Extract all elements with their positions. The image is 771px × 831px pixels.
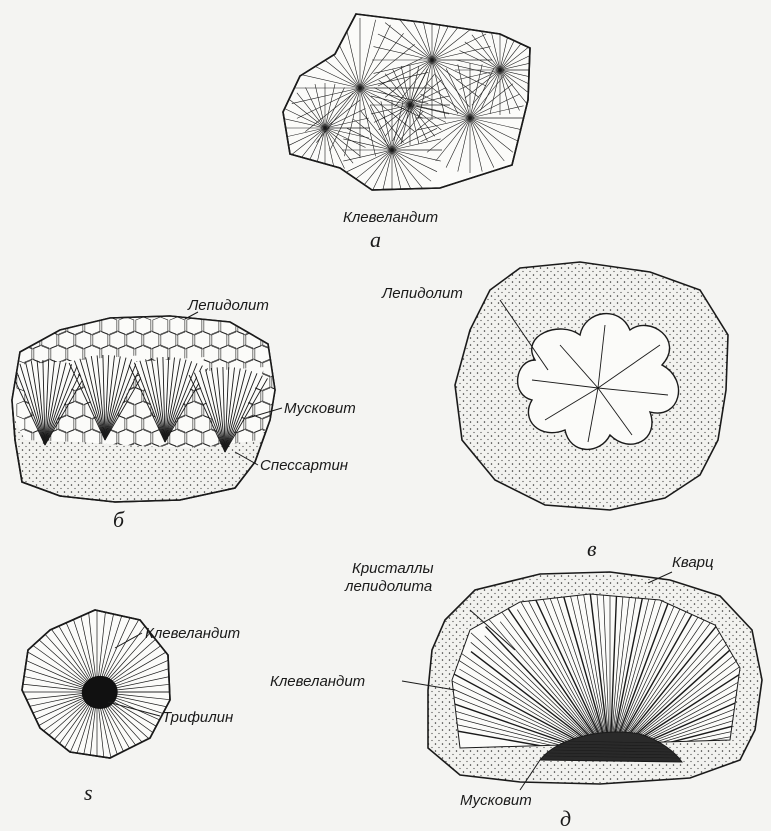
figure-d-label-crystals-2: лепидолита bbox=[344, 578, 432, 595]
figure-b-label-muscovite: Мусковит bbox=[284, 400, 356, 417]
figure-d-label-quartz: Кварц bbox=[672, 554, 714, 571]
figure-g-triphylite-core bbox=[82, 676, 118, 709]
figure-g-label-cleavelandite: Клевеландит bbox=[145, 625, 240, 642]
figure-b-letter: б bbox=[113, 507, 125, 532]
figure-v-letter: в bbox=[587, 536, 597, 561]
figure-g-label-triphylite: Трифилин bbox=[162, 709, 233, 726]
figure-d: Кристаллы лепидолита Кварц Клевеландит М… bbox=[270, 554, 771, 831]
figure-g: Клевеландит Трифилин s bbox=[7, 602, 240, 805]
figure-d-label-cleavelandite: Клевеландит bbox=[270, 673, 365, 690]
figure-d-label-muscovite: Мусковит bbox=[460, 792, 532, 809]
figure-d-label-crystals-1: Кристаллы bbox=[352, 560, 433, 577]
figure-v-label-lepidolite: Лепидолит bbox=[381, 285, 463, 302]
figure-b: Лепидолит Мусковит Спессартин б bbox=[9, 297, 356, 532]
figure-a-label: Клевеландит bbox=[343, 209, 438, 226]
figure-v: Лепидолит в bbox=[381, 262, 728, 561]
figure-a-letter: а bbox=[370, 227, 381, 252]
figure-d-letter: д bbox=[560, 806, 571, 831]
figure-b-label-lepidolite: Лепидолит bbox=[187, 297, 269, 314]
figure-b-label-spessartine: Спессартин bbox=[260, 457, 348, 474]
figure-g-letter: s bbox=[84, 780, 93, 805]
figure-a: Клевеландит а bbox=[280, 0, 545, 252]
